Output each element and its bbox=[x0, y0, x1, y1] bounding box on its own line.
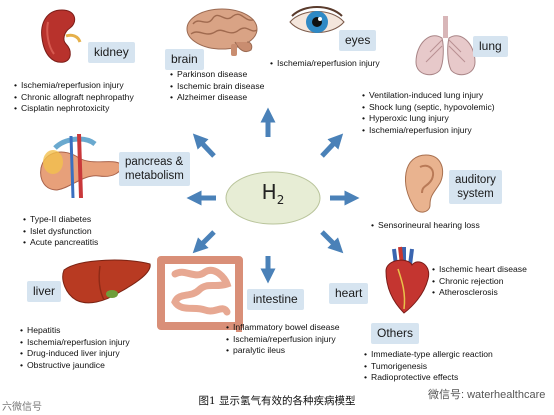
others-list: Immediate-type allergic reaction Tumorig… bbox=[364, 349, 493, 384]
list-item: Hyperoxic lung injury bbox=[362, 113, 495, 125]
figure-caption: 图1 显示氢气有效的各种疾病模型 bbox=[198, 395, 356, 407]
watermark-right: 微信号: waterhealthcare bbox=[428, 389, 546, 401]
list-item: Ischemic brain disease bbox=[170, 81, 264, 93]
list-item: Inflammatory bowel disease bbox=[226, 322, 340, 334]
list-item: Ischemia/reperfusion injury bbox=[362, 125, 495, 137]
arrow-down-right bbox=[320, 230, 344, 254]
auditory-list: Sensorineural hearing loss bbox=[371, 220, 480, 232]
list-item: Ischemia/reperfusion injury bbox=[20, 337, 130, 349]
list-item: Tumorigenesis bbox=[364, 361, 493, 373]
list-item: Cisplatin nephrotoxicity bbox=[14, 103, 134, 115]
liver-list: Hepatitis Ischemia/reperfusion injury Dr… bbox=[20, 325, 130, 371]
eye-icon bbox=[289, 6, 345, 33]
list-item: Sensorineural hearing loss bbox=[371, 220, 480, 232]
list-item: Acute pancreatitis bbox=[23, 237, 98, 249]
others-label: Others bbox=[371, 323, 420, 344]
list-item: Chronic allograft nephropathy bbox=[14, 92, 134, 104]
list-item: Shock lung (septic, hypovolemic) bbox=[362, 102, 495, 114]
list-item: Radioprotective effects bbox=[364, 372, 493, 384]
lung-label: lung bbox=[473, 36, 508, 57]
auditory-label-line2: system bbox=[457, 188, 494, 200]
list-item: Ischemia/reperfusion injury bbox=[270, 58, 380, 70]
eyes-label: eyes bbox=[339, 30, 377, 51]
list-item: Parkinson disease bbox=[170, 69, 264, 81]
intestine-label: intestine bbox=[247, 289, 304, 310]
heart-icon bbox=[385, 246, 430, 314]
arrow-up-left bbox=[192, 133, 216, 158]
heart-list: Ischemic heart disease Chronic rejection… bbox=[432, 264, 527, 299]
liver-label: liver bbox=[27, 281, 62, 302]
list-item: Ventilation-induced lung injury bbox=[362, 90, 495, 102]
auditory-label: auditory system bbox=[449, 170, 502, 204]
lung-icon bbox=[415, 16, 476, 76]
pancreas-icon bbox=[40, 133, 122, 199]
list-item: paralytic ileus bbox=[226, 345, 340, 357]
list-item: Hepatitis bbox=[20, 325, 130, 337]
arrow-up-right bbox=[320, 133, 344, 158]
list-item: Ischemia/reperfusion injury bbox=[14, 80, 134, 92]
list-item: Immediate-type allergic reaction bbox=[364, 349, 493, 361]
list-item: Obstructive jaundice bbox=[20, 360, 130, 372]
h2-subscript: 2 bbox=[276, 193, 285, 207]
intestine-list: Inflammatory bowel disease Ischemia/repe… bbox=[226, 322, 340, 357]
kidney-label: kidney bbox=[88, 42, 135, 63]
kidney-list: Ischemia/reperfusion injury Chronic allo… bbox=[14, 80, 134, 115]
h2-label: H2 bbox=[224, 180, 322, 207]
auditory-label-line1: auditory bbox=[455, 174, 496, 186]
list-item: Alzheimer disease bbox=[170, 92, 264, 104]
brain-list: Parkinson disease Ischemic brain disease… bbox=[170, 69, 264, 104]
list-item: Ischemic heart disease bbox=[432, 264, 527, 276]
watermark-left: 六微信号 bbox=[2, 402, 42, 413]
ear-icon bbox=[405, 154, 444, 213]
list-item: Islet dysfunction bbox=[23, 226, 98, 238]
brain-label: brain bbox=[165, 49, 204, 70]
h2-ellipse bbox=[225, 171, 321, 225]
pancreas-label-line2: metabolism bbox=[125, 170, 184, 182]
pancreas-label-line1: pancreas & bbox=[125, 156, 184, 168]
list-item: Type-II diabetes bbox=[23, 214, 98, 226]
pancreas-list: Type-II diabetes Islet dysfunction Acute… bbox=[23, 214, 98, 249]
liver-icon bbox=[62, 259, 151, 304]
list-item: Atherosclerosis bbox=[432, 287, 527, 299]
list-item: Ischemia/reperfusion injury bbox=[226, 334, 340, 346]
eyes-list: Ischemia/reperfusion injury bbox=[270, 58, 380, 70]
kidney-icon bbox=[41, 9, 82, 63]
list-item: Drug-induced liver injury bbox=[20, 348, 130, 360]
arrow-down-left bbox=[192, 230, 216, 254]
h2-symbol: H bbox=[261, 180, 277, 204]
list-item: Chronic rejection bbox=[432, 276, 527, 288]
lung-list: Ventilation-induced lung injury Shock lu… bbox=[362, 90, 495, 136]
pancreas-label: pancreas & metabolism bbox=[119, 152, 190, 186]
heart-label: heart bbox=[329, 283, 369, 304]
brain-icon bbox=[186, 8, 258, 56]
